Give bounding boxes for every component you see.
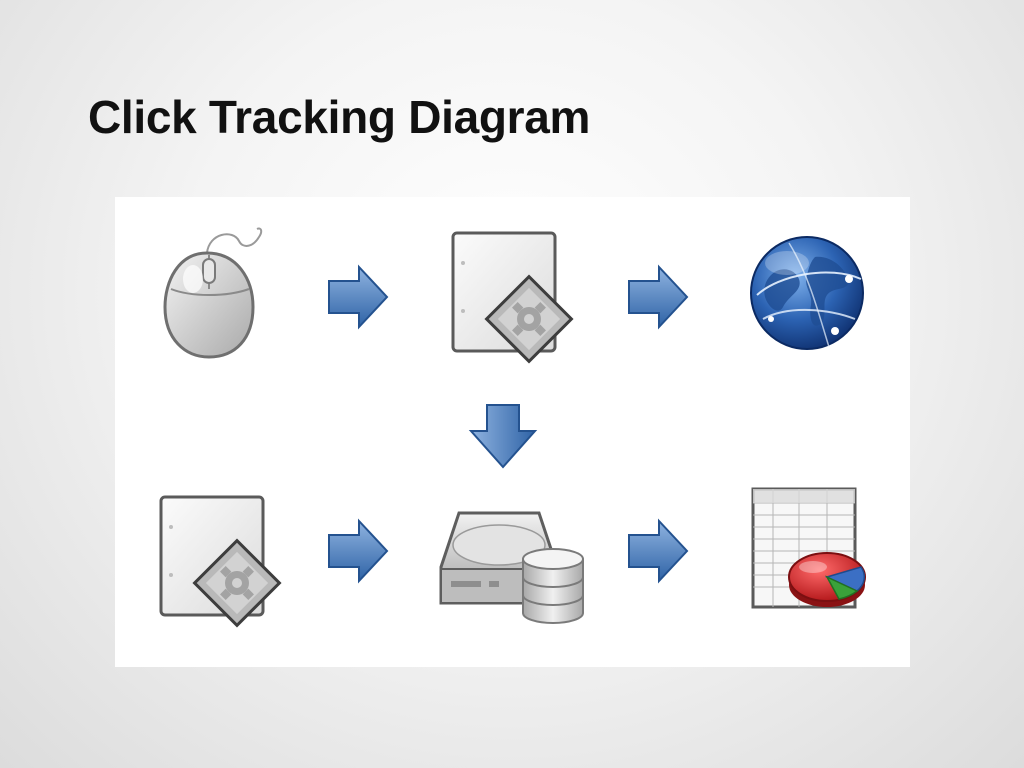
database-server-icon [439, 511, 584, 624]
mouse-icon [163, 227, 263, 359]
script-document-icon [159, 495, 282, 628]
slide-title: Click Tracking Diagram [88, 91, 591, 143]
arrow-down-icon [468, 404, 538, 469]
arrow-right-icon [328, 518, 389, 584]
diagram-canvas [159, 227, 866, 628]
spreadsheet-pie-chart-icon [751, 487, 866, 609]
pie-chart-icon [788, 552, 866, 607]
arrow-right-icon [628, 264, 689, 330]
arrow-right-icon [628, 518, 689, 584]
database-stack-icon [522, 548, 584, 624]
diagram-panel [115, 197, 910, 667]
script-document-icon [451, 231, 574, 364]
arrow-right-icon [328, 264, 389, 330]
globe-icon [750, 236, 864, 350]
